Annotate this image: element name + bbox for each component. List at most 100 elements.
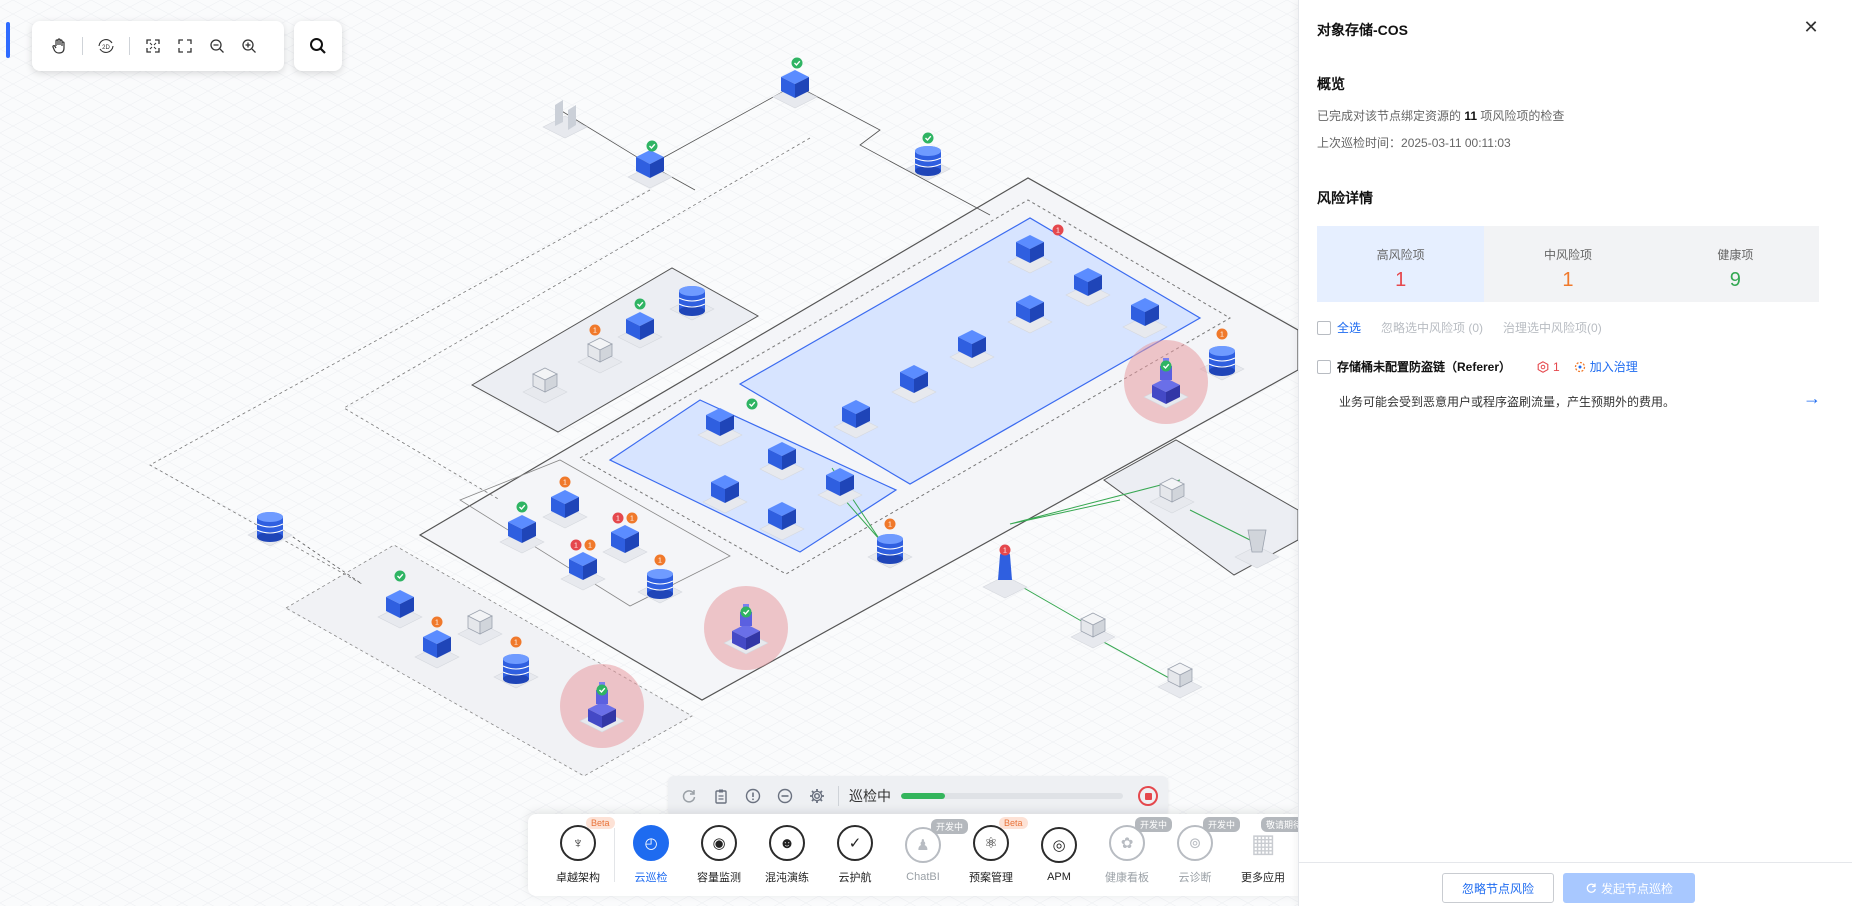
dock-item-capacity[interactable]: ◉ 容量监测 (685, 825, 753, 885)
start-node-inspection-label: 发起节点巡检 (1600, 881, 1673, 896)
stop-icon (1144, 792, 1152, 800)
close-icon[interactable]: ✕ (1803, 17, 1819, 37)
dock-item-label: ChatBI (906, 871, 940, 883)
risk-card-label: 中风险项 (1543, 248, 1592, 262)
status-separator (838, 786, 839, 806)
dock-item-more-apps[interactable]: ▦ 更多应用 敬请期待 (1229, 817, 1298, 885)
dock-item-escort[interactable]: ✓云护航 (821, 825, 889, 885)
toolbar-separator (129, 37, 130, 55)
inspection-status-bar: 巡检中 (668, 776, 1168, 816)
zoom-out-icon[interactable] (204, 33, 230, 59)
risk-card-medium[interactable]: 中风险项 1 (1484, 226, 1651, 302)
fullscreen-icon[interactable] (172, 33, 198, 59)
ignore-node-risk-button[interactable]: 忽略节点风险 (1442, 873, 1554, 903)
refresh-icon[interactable] (678, 785, 700, 807)
risk-card-high[interactable]: 高风险项 1 (1317, 226, 1485, 302)
canvas-toolbar: 2D (32, 21, 284, 71)
hand-icon[interactable] (46, 33, 72, 59)
dock-item-badge: Beta (999, 817, 1028, 829)
panel-footer: 忽略节点风险 发起节点巡检 (1299, 862, 1852, 906)
add-to-governance-link[interactable]: 加入治理 (1574, 358, 1638, 375)
architecture-icon: ♆ (560, 825, 596, 861)
plan-icon: ⚛ (973, 825, 1009, 861)
dock-item-health[interactable]: ✿健康看板开发中 (1093, 817, 1173, 885)
risk-item: 存储桶未配置防盗链（Referer） 1 加入治理 (1317, 358, 1638, 375)
inspection-icon: ◴ (633, 825, 669, 861)
dock-item-badge: 敬请期待 (1261, 817, 1298, 832)
dock-item-inspection[interactable]: ◴ 云巡检 (617, 825, 685, 885)
risk-filter-row: 全选 忽略选中风险项 (0) 治理选中风险项(0) (1317, 319, 1622, 336)
dock-item-label: 更多应用 (1241, 872, 1285, 884)
dock-item-badge: 开发中 (1135, 817, 1173, 832)
arrow-right-icon[interactable]: → (1803, 388, 1821, 408)
dock-item-label: 预案管理 (969, 872, 1013, 884)
inspection-progress-fill (901, 793, 946, 799)
dock-item-label: 健康看板 (1105, 872, 1149, 884)
clipboard-icon[interactable] (710, 785, 732, 807)
last-check: 上次巡检时间：2025-03-11 00:11:03 (1317, 134, 1511, 151)
start-node-inspection-button[interactable]: 发起节点巡检 (1563, 873, 1695, 903)
minus-icon[interactable] (774, 785, 796, 807)
governance-icon (1574, 361, 1585, 372)
panel-title: 对象存储-COS (1317, 22, 1408, 38)
alert-icon[interactable] (742, 785, 764, 807)
select-all-label[interactable]: 全选 (1337, 321, 1362, 335)
refresh-icon (1586, 883, 1596, 893)
architecture-diagram: 1 1 (0, 0, 1298, 906)
architecture-canvas[interactable]: 1 1 (0, 0, 1298, 906)
dock-item-chaos[interactable]: ☻ 混沌演练 (753, 825, 821, 885)
dock-item-label: 云护航 (838, 872, 872, 884)
risk-summary-cards: 高风险项 1 中风险项 1 健康项 9 (1317, 226, 1819, 302)
dock-item-label: APM (1047, 871, 1071, 883)
toolbar-separator (82, 37, 83, 55)
rotate-2d-icon[interactable]: 2D (93, 33, 119, 59)
dock-item-label: 混沌演练 (765, 872, 809, 884)
overview-title: 概览 (1317, 76, 1345, 92)
fit-screen-icon[interactable] (140, 33, 166, 59)
risk-item-description: 业务可能会受到恶意用户或程序盗刷流量，产生预期外的费用。 (1339, 395, 1676, 409)
overview-suffix: 项风险项的检查 (1480, 109, 1565, 123)
left-accent-bar (6, 22, 10, 58)
search-icon (310, 38, 326, 54)
risk-item-count: 1 (1537, 360, 1560, 374)
risk-detail-title: 风险详情 (1317, 190, 1373, 206)
gear-icon[interactable] (806, 785, 828, 807)
risk-item-checkbox[interactable] (1317, 359, 1331, 374)
dock-divider (614, 828, 615, 882)
stop-inspection-button[interactable] (1138, 786, 1158, 806)
dock-item-plan[interactable]: ⚛ 预案管理 Beta (957, 817, 1028, 885)
dock-item-badge: 开发中 (1203, 817, 1241, 832)
risk-card-label: 高风险项 (1376, 248, 1425, 262)
select-all-checkbox[interactable] (1317, 320, 1331, 335)
node-detail-panel: 对象存储-COS ✕ 概览 已完成对该节点绑定资源的 11 项风险项的检查 上次… (1298, 0, 1852, 906)
canvas-search-button[interactable] (294, 21, 342, 71)
more-apps-icon: ▦ (1250, 827, 1276, 858)
dock-item-label: 云诊断 (1178, 872, 1212, 884)
overview-summary: 已完成对该节点绑定资源的 11 项风险项的检查 (1317, 107, 1564, 124)
ignore-selected-button[interactable]: 忽略选中风险项 (0) (1381, 321, 1484, 335)
rotate-2d-label: 2D (102, 45, 110, 51)
govern-selected-button[interactable]: 治理选中风险项(0) (1503, 321, 1602, 335)
risk-item-name: 存储桶未配置防盗链（Referer） (1337, 360, 1512, 374)
dock-item-label: 云巡检 (634, 872, 668, 884)
last-check-label: 上次巡检时间： (1317, 136, 1402, 150)
risk-card-healthy[interactable]: 健康项 9 (1652, 226, 1819, 302)
dock-item-diagnosis[interactable]: ⊚云诊断开发中 (1161, 817, 1241, 885)
chaos-icon: ☻ (769, 825, 805, 861)
inspection-progress-bar (901, 793, 1123, 799)
risk-card-value: 9 (1729, 269, 1741, 291)
zoom-in-icon[interactable] (236, 33, 262, 59)
overview-prefix: 已完成对该节点绑定资源的 (1317, 109, 1462, 123)
add-to-governance-label: 加入治理 (1589, 360, 1638, 374)
apm-icon: ◎ (1041, 827, 1077, 863)
risk-item-count-value: 1 (1553, 359, 1560, 374)
dock-item-label: 容量监测 (697, 872, 741, 884)
risk-card-value: 1 (1562, 269, 1574, 291)
dock-item-apm[interactable]: ◎ APM (1025, 827, 1093, 883)
inspection-status-text: 巡检中 (849, 788, 891, 804)
capacity-icon: ◉ (701, 825, 737, 861)
dock-item-badge: 开发中 (931, 819, 969, 834)
